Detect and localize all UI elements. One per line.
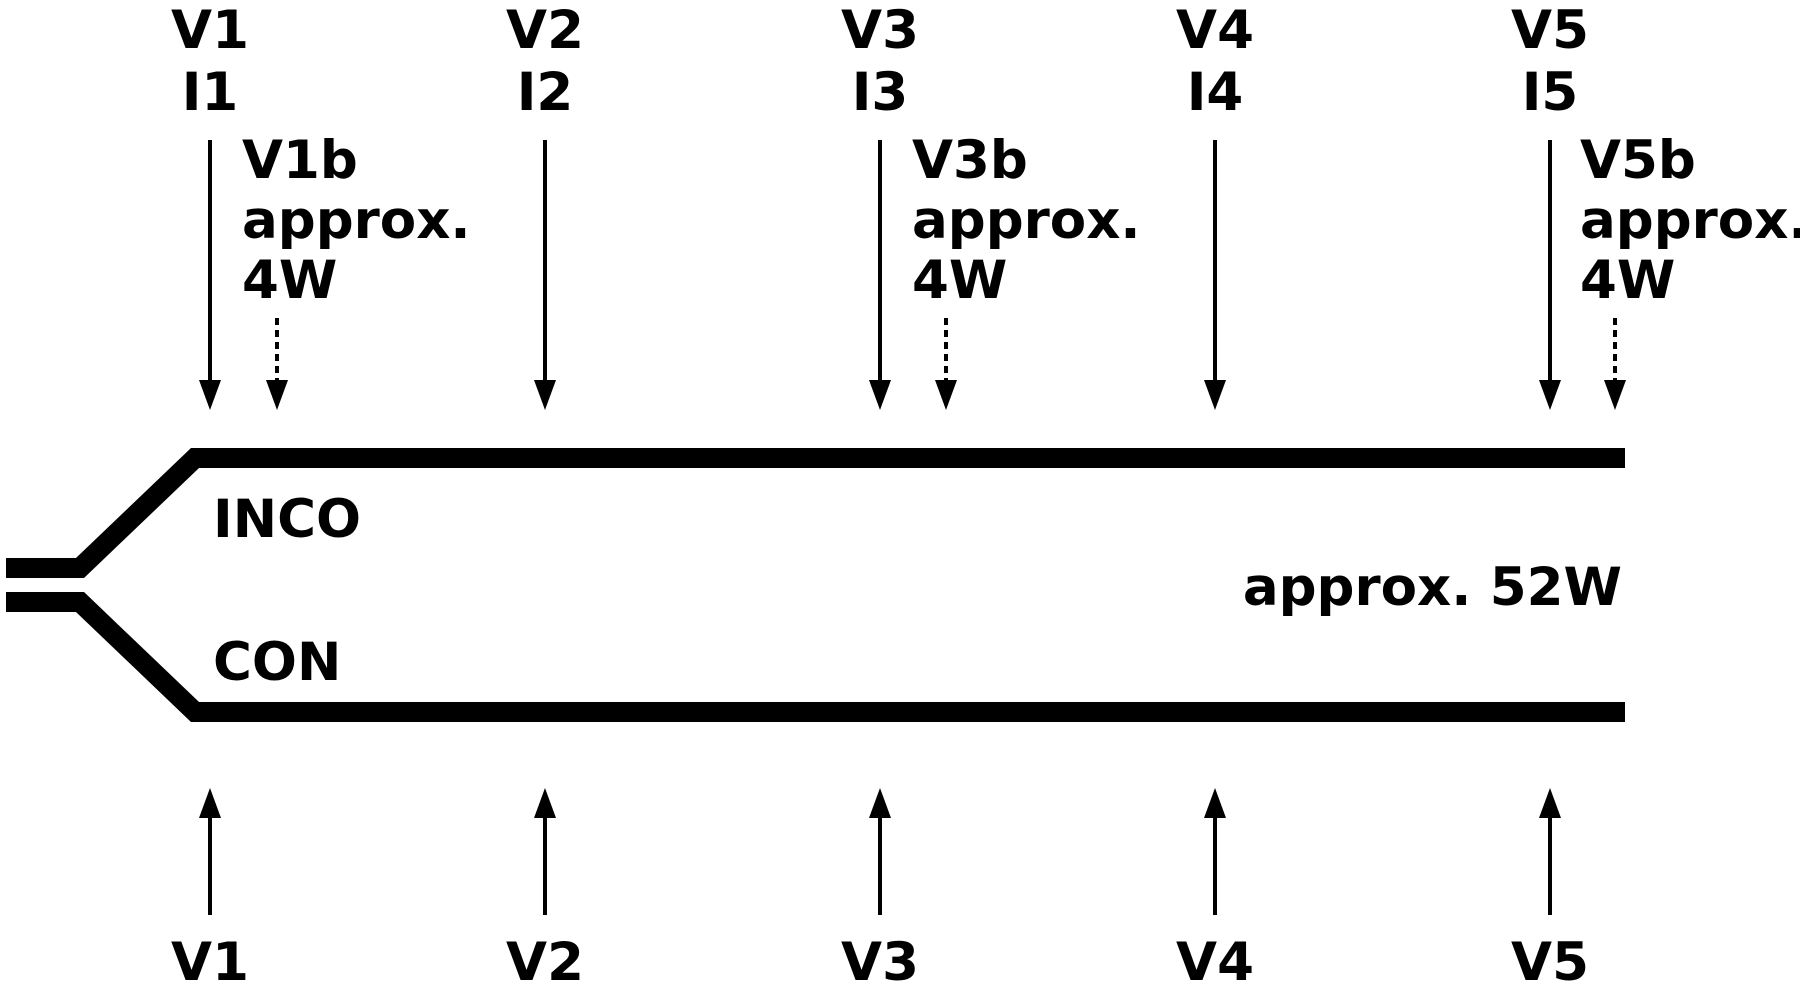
bottom-label-v3: V3 xyxy=(841,932,919,991)
down-arrow-v2 xyxy=(534,140,556,410)
top-label-v2: V2 xyxy=(506,0,584,61)
dashed-arrow-v5b xyxy=(1604,318,1626,410)
up-arrow-v1 xyxy=(199,788,221,915)
booster-label-v3b-approx: approx. xyxy=(912,190,1141,251)
dashed-arrow-v3b xyxy=(935,318,957,410)
down-arrow-v4 xyxy=(1204,140,1226,410)
top-label-i3: I3 xyxy=(852,62,909,123)
booster-label-v1b-approx: approx. xyxy=(242,190,471,251)
booster-label-v5b-dose: 4W xyxy=(1580,250,1675,311)
booster-arrows xyxy=(266,318,1626,410)
branch-label-inco: INCO xyxy=(213,489,361,550)
top-label-v1: V1 xyxy=(171,0,249,61)
top-label-v4: V4 xyxy=(1176,0,1254,61)
con-track xyxy=(6,592,1625,722)
top-label-i1: I1 xyxy=(182,62,239,123)
booster-label-v5b-approx: approx. xyxy=(1580,190,1800,251)
top-label-i2: I2 xyxy=(517,62,574,123)
dashed-arrow-v1b xyxy=(266,318,288,410)
top-arrows xyxy=(199,140,1561,410)
top-label-i5: I5 xyxy=(1522,62,1579,123)
booster-label-v1b-dose: 4W xyxy=(242,250,337,311)
up-arrow-v3 xyxy=(869,788,891,915)
bottom-label-v1: V1 xyxy=(171,932,249,991)
down-arrow-v5 xyxy=(1539,140,1561,410)
bottom-label-v5: V5 xyxy=(1511,932,1589,991)
top-label-v5: V5 xyxy=(1511,0,1589,61)
booster-label-v3b-dose: 4W xyxy=(912,250,1007,311)
down-arrow-v1 xyxy=(199,140,221,410)
down-arrow-v3 xyxy=(869,140,891,410)
booster-label-v1b: V1b xyxy=(242,130,358,191)
bottom-label-v2: V2 xyxy=(506,932,584,991)
booster-label-v5b: V5b xyxy=(1580,130,1696,191)
up-arrow-v5 xyxy=(1539,788,1561,915)
bottom-labels: V1 V2 V3 V4 V5 xyxy=(171,932,1589,991)
study-tracks xyxy=(6,448,1625,722)
top-labels: V1 I1 V2 I2 V3 I3 V4 I4 V5 I5 xyxy=(171,0,1589,123)
inco-track xyxy=(6,448,1625,578)
top-label-i4: I4 xyxy=(1187,62,1244,123)
bottom-label-v4: V4 xyxy=(1176,932,1254,991)
branch-label-con: CON xyxy=(213,632,341,693)
duration-label: approx. 52W xyxy=(1243,557,1622,618)
bottom-arrows xyxy=(199,788,1561,915)
booster-labels: V1b approx. 4W V3b approx. 4W V5b approx… xyxy=(242,130,1800,311)
booster-label-v3b: V3b xyxy=(912,130,1028,191)
up-arrow-v4 xyxy=(1204,788,1226,915)
top-label-v3: V3 xyxy=(841,0,919,61)
up-arrow-v2 xyxy=(534,788,556,915)
